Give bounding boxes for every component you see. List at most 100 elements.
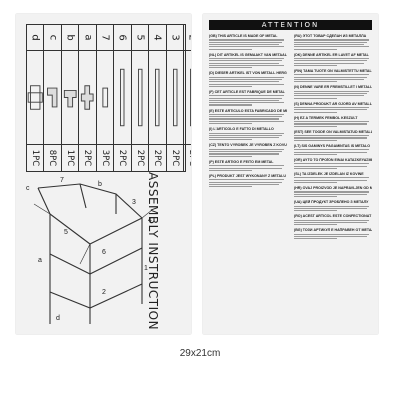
text-line	[209, 183, 280, 185]
text-line	[294, 58, 369, 60]
text-line	[294, 62, 365, 64]
text-line	[294, 221, 367, 223]
text-line	[294, 207, 367, 209]
text-line	[294, 205, 369, 207]
part-quantity: 2PC	[187, 149, 191, 167]
text-line	[294, 224, 337, 226]
text-line	[209, 99, 280, 101]
corner-fitting-icon	[47, 87, 58, 108]
text-line	[209, 113, 284, 115]
part-quantity: 2PC	[82, 149, 93, 167]
diagram-part-label: b	[98, 181, 102, 188]
language-section-title: (F) CET ARTICLE EST FABRIQUE DE METAL	[209, 89, 285, 94]
text-line	[294, 193, 367, 195]
part-code-cell: 2	[184, 25, 191, 51]
text-line	[294, 74, 369, 76]
part-code: 6	[117, 34, 129, 41]
part-image-cell	[79, 51, 97, 145]
text-line	[209, 139, 252, 141]
language-section-title: (RO) ACEST ARTICOL ESTE CONFECTIONAT DIN…	[294, 214, 372, 219]
cross-joint-icon	[81, 85, 94, 110]
part-code: 3	[169, 34, 181, 41]
text-line	[294, 196, 337, 198]
text-line	[294, 151, 367, 153]
text-line	[294, 135, 369, 137]
language-section: (PL) PRODUKT JEST WYKONANY Z METALU	[209, 174, 287, 188]
part-quantity: 2PC	[135, 149, 146, 167]
text-line	[294, 165, 367, 167]
text-line	[209, 48, 252, 50]
part-quantity: 8PC	[47, 149, 58, 167]
attention-column-left: (GB) THIS ARTICLE IS MADE OF METAL(NL) D…	[209, 34, 287, 190]
text-line	[209, 179, 284, 181]
text-line	[209, 118, 280, 120]
section-text-lines	[294, 219, 372, 226]
parts-table: dcba76543211PC8PC1PC2PC3PC2PC2PC2PC2PC2P…	[26, 24, 191, 172]
text-line	[209, 116, 282, 118]
attention-heading: ATTENTION	[209, 20, 372, 30]
language-section-title: (E) ESTE ARTICULO ESTA FABRICADO DE META…	[209, 108, 287, 113]
text-line	[209, 186, 252, 188]
diagram-part-label: 3	[132, 199, 136, 206]
language-section: (HR) OVAJ PROIZVOD JE NAPRAVLJEN OD META…	[294, 186, 372, 198]
text-line	[294, 93, 367, 95]
part-image-cell	[61, 51, 80, 145]
text-line	[294, 139, 337, 141]
part-code: d	[29, 34, 41, 41]
section-text-lines	[294, 163, 372, 169]
language-section-title: (I) L'ARTICOLO E FATTO DI METALLO	[209, 127, 274, 132]
section-text-lines	[294, 74, 372, 83]
text-line	[294, 60, 367, 62]
text-line	[209, 104, 252, 106]
diagram-part-label: 1	[144, 265, 148, 272]
language-section-title: (P) ESTE ARTIGO E FEITO EM METAL	[209, 159, 274, 164]
section-text-lines	[294, 107, 372, 113]
language-section: (RU) ЭТОТ ТОВАР СДЕЛАН ИЗ МЕТАЛЛА	[294, 34, 372, 50]
section-text-lines	[209, 179, 287, 188]
text-line	[209, 153, 280, 155]
text-line	[209, 76, 284, 78]
diagram-part-label: d	[56, 315, 60, 322]
part-qty-cell: 2PC	[132, 145, 150, 171]
language-section-title: (UA) ЦЕЙ ПРОДУКТ ЗРОБЛЕНО З МЕТАЛУ	[294, 200, 369, 205]
section-text-lines	[294, 205, 372, 212]
section-text-lines	[209, 113, 287, 125]
diagram-part-label: 7	[60, 177, 64, 184]
text-line	[294, 39, 369, 41]
text-line	[209, 67, 252, 69]
text-line	[209, 132, 284, 134]
text-line	[209, 102, 284, 104]
text-line	[294, 78, 365, 81]
text-line	[294, 191, 369, 193]
language-section: (P) ESTE ARTIGO E FEITO EM METAL	[209, 160, 287, 171]
text-line	[209, 95, 284, 97]
attention-page: ATTENTION (GB) THIS ARTICLE IS MADE OF M…	[203, 14, 378, 334]
text-line	[294, 48, 337, 50]
text-line	[294, 111, 337, 113]
language-section: (GR) ΑΥΤΟ ΤΟ ΠΡΟΪΟΝ ΕΙΝΑΙ ΚΑΤΑΣΚΕΥΑΣΜΕΝΟ…	[294, 158, 372, 169]
part-code-cell: 7	[96, 25, 115, 51]
text-line	[209, 46, 284, 48]
text-line	[294, 64, 337, 66]
text-line	[209, 97, 282, 99]
text-line	[294, 181, 337, 184]
section-text-lines	[209, 132, 287, 141]
text-line	[294, 107, 369, 109]
language-section: (E) ESTE ARTICULO ESTA FABRICADO DE META…	[209, 109, 287, 125]
section-text-lines	[209, 95, 287, 106]
part-code-cell: 4	[149, 25, 167, 51]
part-quantity: 1PC	[30, 149, 41, 167]
text-line	[209, 155, 252, 157]
text-line	[209, 81, 280, 83]
text-line	[209, 165, 284, 167]
part-image-cell	[27, 51, 45, 145]
section-text-lines	[294, 149, 372, 155]
text-line	[209, 167, 282, 169]
language-section: (GB) THIS ARTICLE IS MADE OF METAL	[209, 34, 287, 50]
section-text-lines	[294, 58, 372, 66]
language-section: (UA) ЦЕЙ ПРОДУКТ ЗРОБЛЕНО З МЕТАЛУ	[294, 200, 372, 212]
text-line	[294, 233, 369, 235]
text-line	[294, 177, 369, 179]
text-line	[294, 179, 367, 181]
text-line	[209, 64, 284, 66]
